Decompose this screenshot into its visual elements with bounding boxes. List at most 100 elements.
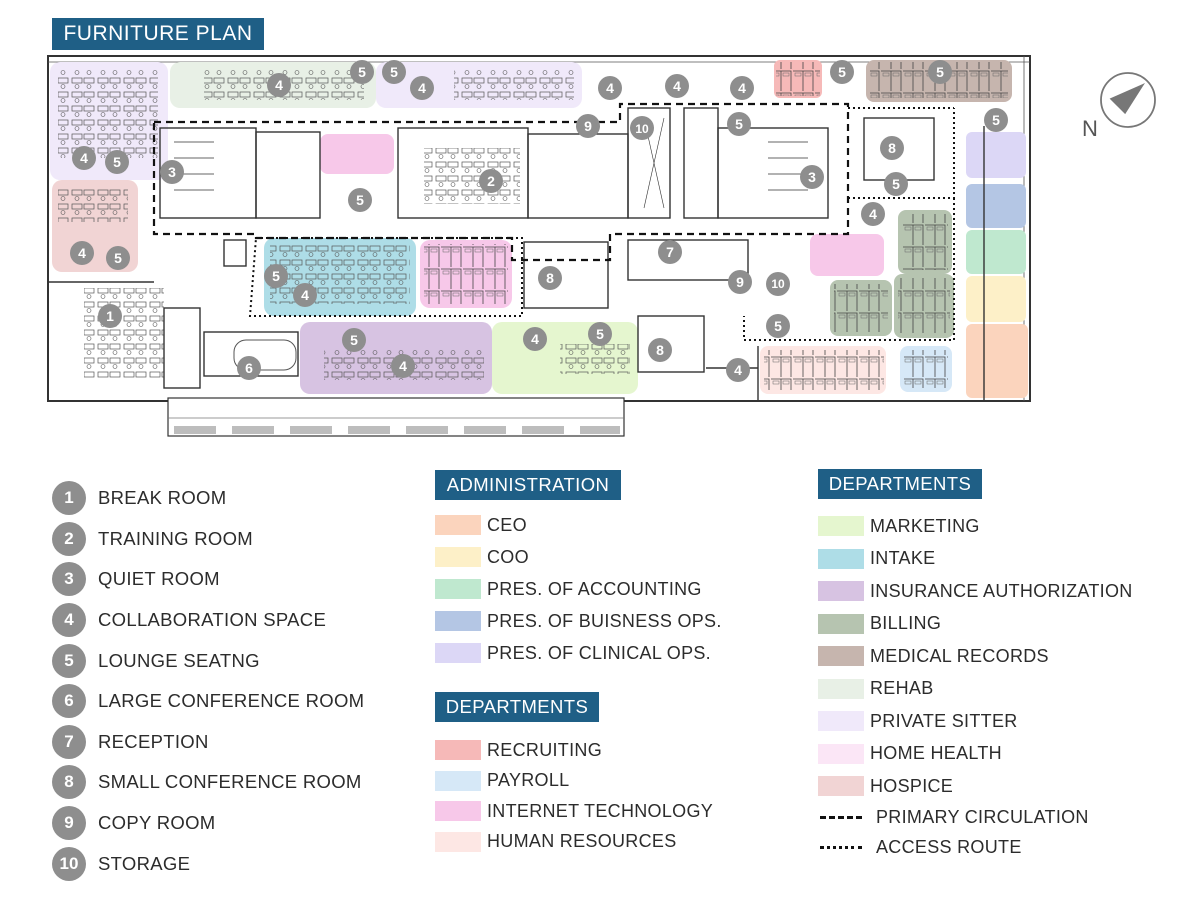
north-arrow: N	[1070, 72, 1165, 142]
svg-text:10: 10	[635, 122, 649, 136]
svg-text:10: 10	[771, 277, 785, 291]
swatch-label: CEO	[487, 514, 527, 535]
primary-circulation-legend: PRIMARY CIRCULATION	[818, 803, 1133, 833]
number-badge: 3	[52, 562, 86, 597]
svg-text:4: 4	[275, 77, 283, 93]
swatch-item: PAYROLL	[435, 766, 713, 797]
swatch-label: COO	[487, 546, 529, 567]
svg-text:4: 4	[418, 80, 426, 96]
legend-label: RECEPTION	[98, 730, 209, 752]
departments-heading-a: DEPARTMENTS	[435, 692, 599, 722]
access-route	[248, 107, 955, 341]
swatch-label: PAYROLL	[487, 770, 570, 791]
color-swatch	[818, 711, 864, 732]
legend-label: COPY ROOM	[98, 812, 216, 834]
number-badge: 8	[52, 765, 86, 800]
marker-4: 4	[861, 202, 885, 226]
zone-pres-clinical-ops	[966, 132, 1026, 178]
swatch-item: RECRUITING	[435, 735, 713, 766]
svg-text:4: 4	[738, 80, 746, 96]
marker-5: 5	[727, 112, 751, 136]
access-route-legend: ACCESS ROUTE	[818, 833, 1133, 863]
marker-2: 2	[479, 169, 503, 193]
svg-text:4: 4	[869, 206, 877, 222]
legend-item-7: 7 RECEPTION	[52, 722, 412, 763]
zone-internet-technology-3	[810, 234, 884, 276]
swatch-item: INTAKE	[818, 543, 1133, 576]
swatch-label: HOME HEALTH	[870, 743, 1002, 764]
number-badge: 1	[52, 481, 86, 516]
swatch-label: REHAB	[870, 678, 934, 699]
swatch-item: HOME HEALTH	[818, 738, 1133, 771]
administration-legend: CEO COO PRES. OF ACCOUNTING PRES. OF BUISNE…	[435, 509, 722, 669]
color-swatch	[818, 613, 864, 634]
number-badge: 4	[52, 603, 86, 638]
zone-ceo	[966, 324, 1028, 398]
plan-title: FURNITURE PLAN	[52, 18, 264, 50]
marker-5: 5	[588, 322, 612, 346]
swatch-item: INTERNET TECHNOLOGY	[435, 796, 713, 827]
swatch-label: INTERNET TECHNOLOGY	[487, 800, 714, 821]
swatch-label: PRES. OF ACCOUNTING	[487, 578, 702, 599]
swatch-item: CEO	[435, 509, 722, 541]
interior-walls	[48, 107, 985, 400]
svg-text:8: 8	[546, 270, 554, 286]
primary-circulation	[152, 102, 850, 262]
marker-6: 6	[237, 356, 261, 380]
marker-5: 5	[106, 246, 130, 270]
marker-5: 5	[342, 328, 366, 352]
marker-9: 9	[728, 270, 752, 294]
marker-9: 9	[576, 114, 600, 138]
swatch-label: PRIVATE SITTER	[870, 710, 1018, 731]
marker-4: 4	[410, 76, 434, 100]
legend-item-10: 10 STORAGE	[52, 843, 412, 884]
room-markers: 1 2 3 3 4 4 4 4 4 4 4 4 4 4 4 4 4 5 5 5 …	[44, 48, 1008, 382]
color-swatch	[818, 581, 864, 602]
svg-text:4: 4	[734, 362, 742, 378]
swatch-item: REHAB	[818, 673, 1133, 706]
svg-text:5: 5	[390, 64, 398, 80]
number-badge: 10	[52, 846, 86, 881]
color-swatch	[435, 740, 481, 761]
legend-label: LOUNGE SEATNG	[98, 649, 260, 671]
svg-text:5: 5	[596, 326, 604, 342]
marker-5: 5	[105, 150, 129, 174]
svg-text:5: 5	[936, 64, 944, 80]
marker-4: 4	[598, 76, 622, 100]
svg-text:9: 9	[736, 274, 744, 290]
svg-text:5: 5	[774, 318, 782, 334]
number-badge: 7	[52, 724, 86, 759]
marker-3: 3	[160, 160, 184, 184]
marker-4: 4	[730, 76, 754, 100]
svg-text:3: 3	[168, 164, 176, 180]
swatch-item: MARKETING	[818, 510, 1133, 543]
line-label: ACCESS ROUTE	[876, 837, 1022, 857]
legend-label: STORAGE	[98, 852, 191, 874]
marker-10: 10	[630, 116, 654, 140]
dotted-line-icon	[820, 846, 862, 849]
marker-4: 4	[523, 327, 547, 351]
marker-1: 1	[98, 304, 122, 328]
color-swatch	[818, 743, 864, 764]
swatch-item: HUMAN RESOURCES	[435, 827, 713, 858]
svg-text:4: 4	[531, 331, 539, 347]
color-swatch	[435, 579, 481, 599]
color-swatch	[818, 646, 864, 667]
svg-text:4: 4	[44, 48, 48, 51]
svg-text:5: 5	[350, 332, 358, 348]
svg-text:6: 6	[245, 360, 253, 376]
color-swatch	[435, 770, 481, 791]
swatch-label: PRES. OF BUISNESS OPS.	[487, 610, 722, 631]
swatch-label: INSURANCE AUTHORIZATION	[870, 580, 1133, 601]
zone-coo	[966, 276, 1026, 322]
workstations	[58, 62, 1008, 390]
marker-5: 5	[348, 188, 372, 212]
administration-heading: ADMINISTRATION	[435, 470, 621, 500]
marker-8: 8	[538, 266, 562, 290]
